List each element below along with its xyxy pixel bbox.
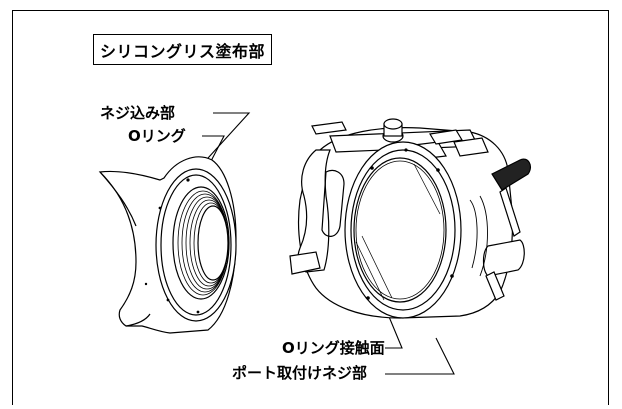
figure-frame <box>12 10 609 405</box>
figure-title: シリコングリス塗布部 <box>93 34 273 65</box>
label-thread-area: ネジ込み部 <box>100 104 176 122</box>
leader-thread-area <box>187 112 251 181</box>
label-o-ring: Oリング <box>128 127 186 145</box>
label-port-mount-thread: ポート取付けネジ部 <box>232 364 368 382</box>
leader-port-thread <box>385 337 455 375</box>
lens-port <box>98 156 237 334</box>
label-o-ring-contact-surface: Oリング接触面 <box>282 339 385 357</box>
camera-housing <box>289 118 532 319</box>
